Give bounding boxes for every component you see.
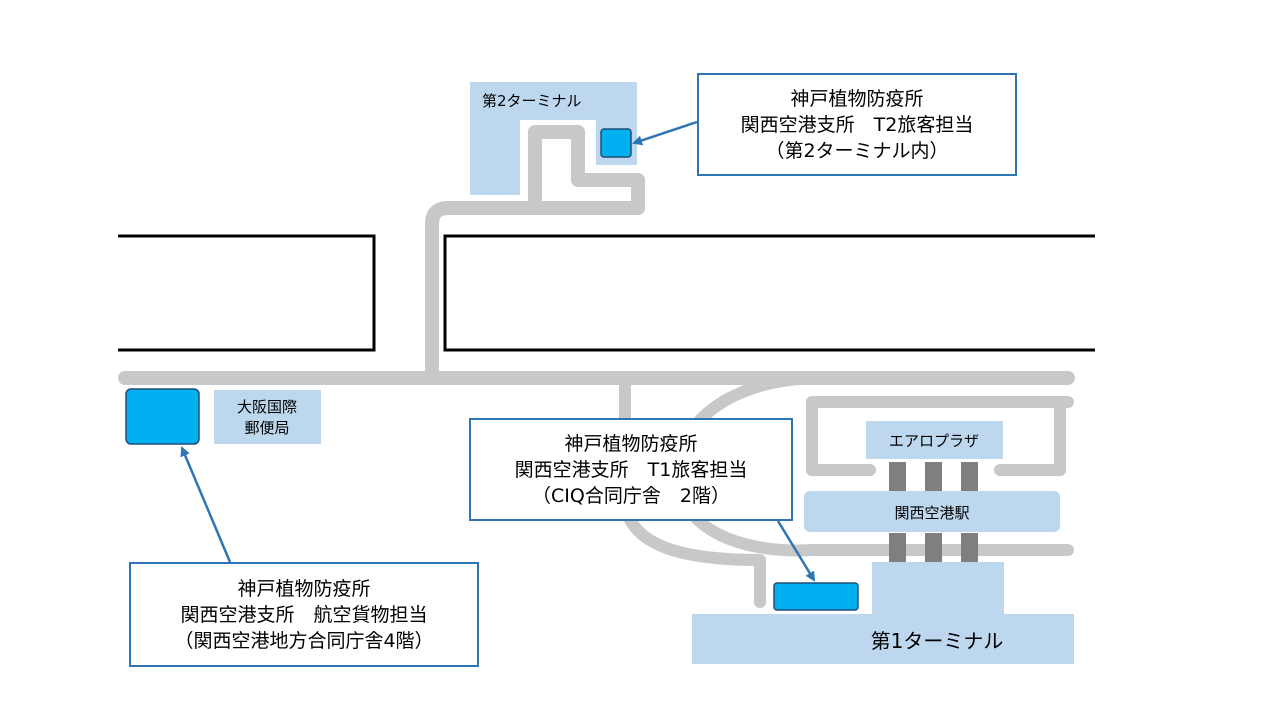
post-office-label-line1: 大阪国際 (237, 398, 297, 416)
terminal2-label: 第2ターミナル (482, 92, 582, 110)
terminal2-building (470, 82, 637, 195)
callout-t2-line3: （第2ターミナル内） (765, 139, 949, 162)
callout-t1: 神戸植物防疫所 関西空港支所 T1旅客担当 （CIQ合同庁舎 2階） (469, 418, 793, 521)
station-building (804, 491, 1060, 532)
buildings (214, 82, 1074, 664)
post-office-building (214, 390, 321, 444)
callout-t1-line1: 神戸植物防疫所 (564, 432, 698, 455)
facility-marker-t1[interactable] (773, 582, 859, 611)
runway-left (118, 234, 376, 352)
callout-t2-line1: 神戸植物防疫所 (790, 87, 924, 110)
rail-connector (889, 462, 906, 491)
rail-connector (925, 462, 942, 491)
callout-t2-line2: 関西空港支所 T2旅客担当 (740, 113, 974, 136)
aeroplaza-building (866, 421, 1003, 459)
terminal1-label: 第1ターミナル (871, 629, 1004, 653)
callout-cargo-line3: （関西空港地方合同庁舎4階） (174, 629, 434, 652)
callout-cargo-line2: 関西空港支所 航空貨物担当 (180, 603, 428, 626)
arrow-t1 (776, 520, 816, 582)
post-office-label-line2: 郵便局 (244, 419, 289, 437)
rail-connector (961, 533, 978, 562)
building-labels: 第2ターミナル 大阪国際 郵便局 エアロプラザ 関西空港駅 第1ターミナル (237, 92, 1003, 653)
facility-markers (125, 128, 859, 611)
rail-connector (961, 462, 978, 491)
rail-connector (925, 533, 942, 562)
facility-marker-t2[interactable] (600, 128, 632, 158)
runways (118, 234, 1095, 352)
callout-t1-line2: 関西空港支所 T1旅客担当 (514, 458, 748, 481)
railway-connectors (889, 462, 978, 562)
road-t2-loop (528, 125, 645, 215)
arrow-cargo (180, 446, 232, 563)
rail-connector (889, 533, 906, 562)
callout-cargo-line1: 神戸植物防疫所 (237, 577, 371, 600)
callout-t2: 神戸植物防疫所 関西空港支所 T2旅客担当 （第2ターミナル内） (697, 73, 1017, 176)
facility-marker-cargo[interactable] (125, 388, 200, 445)
callout-t1-line3: （CIQ合同庁舎 2階） (532, 484, 730, 507)
aeroplaza-label: エアロプラザ (889, 432, 979, 450)
road-t2-link (425, 201, 645, 379)
terminal1-building (692, 562, 1074, 664)
arrow-t2 (632, 120, 698, 146)
station-label: 関西空港駅 (894, 504, 969, 522)
callout-cargo: 神戸植物防疫所 関西空港支所 航空貨物担当 （関西空港地方合同庁舎4階） (129, 562, 479, 667)
runway-right (443, 234, 1095, 352)
leader-arrows (180, 120, 816, 582)
